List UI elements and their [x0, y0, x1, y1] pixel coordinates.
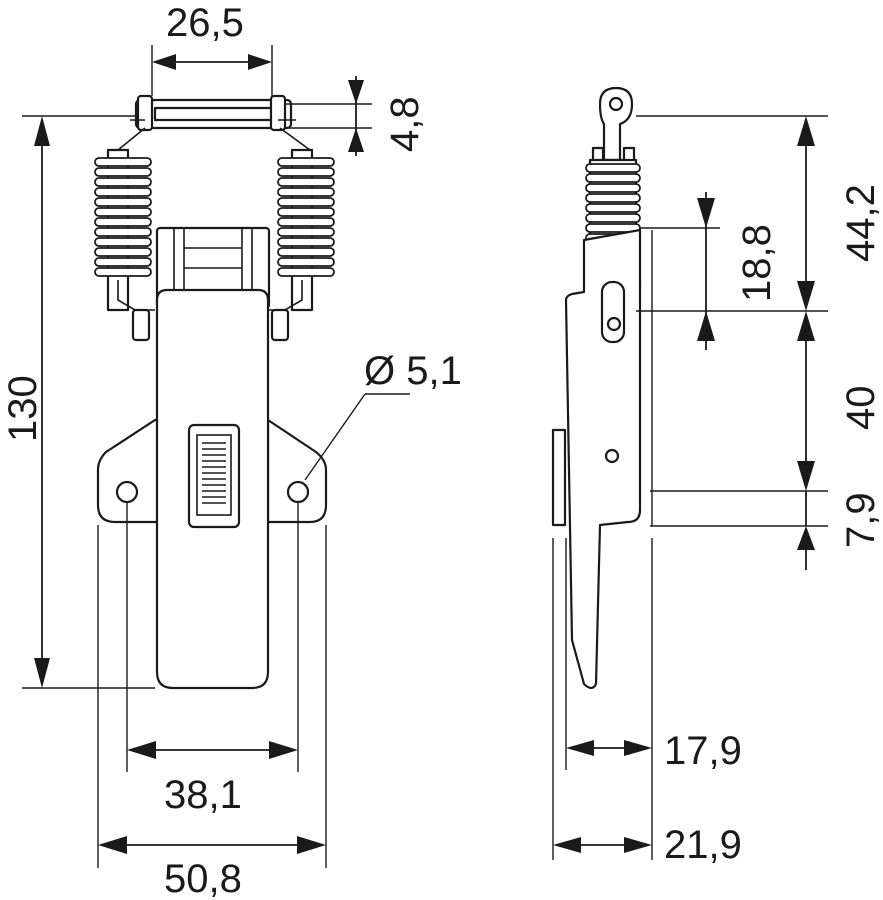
dim-overall-width: 50,8	[164, 857, 242, 900]
right-spring	[268, 148, 335, 342]
dim-overall-length: 130	[1, 375, 45, 442]
dim-depth-inner: 17,9	[664, 729, 742, 773]
side-view: 44,2 18,8 40 7,9 17,9 21,9	[551, 86, 883, 867]
side-top-eyelet	[591, 86, 636, 164]
dim-hook-offset: 4,8	[383, 96, 427, 152]
lever-body	[155, 288, 270, 690]
base-plate	[96, 418, 328, 524]
dim-upper-length: 44,2	[839, 184, 883, 262]
side-extension-lines	[552, 115, 828, 860]
left-spring	[94, 148, 155, 342]
mounting-hole-left	[115, 480, 139, 504]
front-extension-lines	[22, 45, 410, 868]
dim-spring-segment: 18,8	[735, 224, 779, 302]
lever-head	[155, 226, 271, 310]
front-view: 26,5 4,8 130 Ø 5,1 38,1 50,8	[1, 1, 462, 900]
top-hook	[117, 94, 311, 160]
dim-spring-spacing: 26,5	[166, 1, 244, 45]
side-body	[551, 228, 642, 690]
mounting-hole-right	[286, 480, 310, 504]
front-dimension-lines	[34, 54, 364, 854]
dim-hole-diameter: Ø 5,1	[364, 349, 462, 393]
dim-depth-outer: 21,9	[664, 823, 742, 867]
dim-bottom-offset: 7,9	[839, 492, 883, 548]
dim-hole-spacing: 38,1	[164, 773, 242, 817]
dim-middle-length: 40	[839, 386, 883, 431]
side-dimension-lines	[553, 116, 815, 853]
